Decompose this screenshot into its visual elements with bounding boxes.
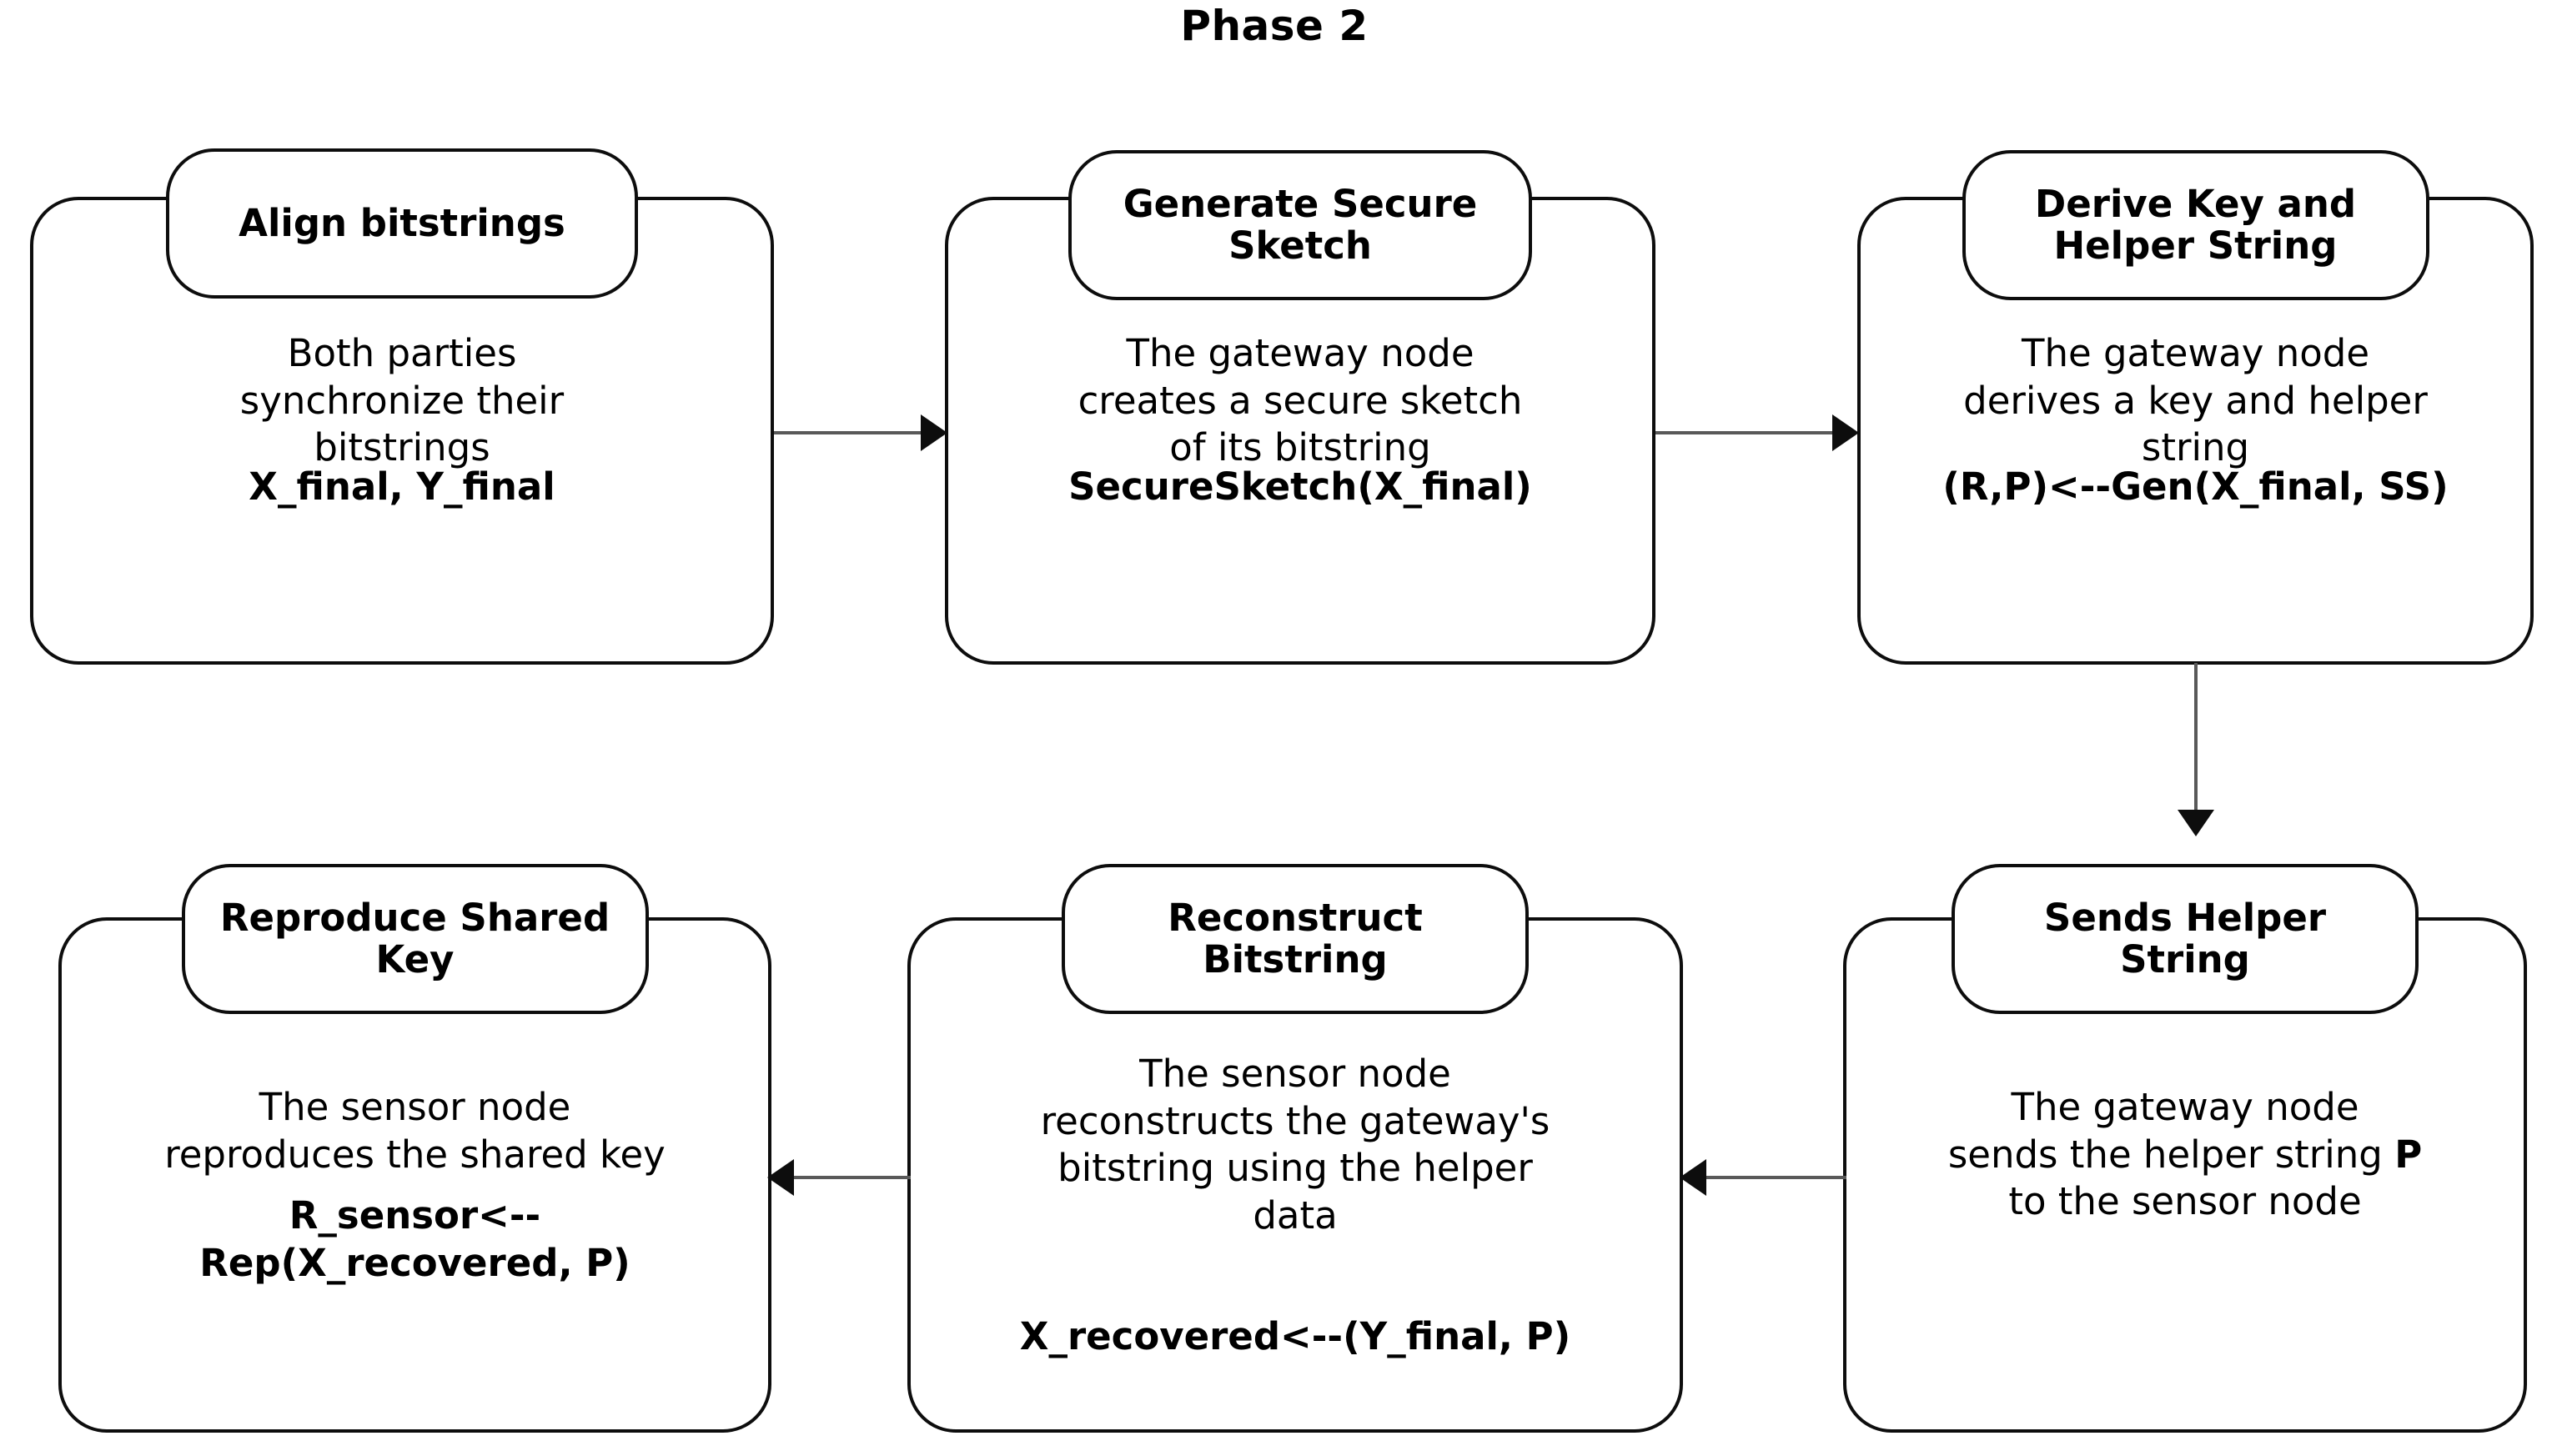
- node-sends-helper-string[interactable]: Sends Helper String The gateway node sen…: [1843, 864, 2527, 1433]
- node-derive-key-and-helper-string[interactable]: Derive Key and Helper String The gateway…: [1857, 150, 2534, 665]
- node-description-reproduce-shared-key: The sensor node reproduces the shared ke…: [164, 1085, 666, 1177]
- node-description-align-bitstrings: Both parties synchronize their bitstring…: [239, 331, 565, 470]
- node-formula-reproduce-shared-key: R_sensor<-- Rep(X_recovered, P): [199, 1193, 630, 1285]
- node-header-align-bitstrings: Align bitstrings: [166, 148, 638, 299]
- arrow-align-to-sketch: [774, 409, 951, 457]
- desc-part-pre: The gateway node sends the helper string: [1947, 1085, 2383, 1177]
- node-generate-secure-sketch[interactable]: Generate Secure Sketch The gateway node …: [945, 150, 1655, 665]
- arrow-sketch-to-derive: [1655, 409, 1862, 457]
- node-header-reconstruct-bitstring: Reconstruct Bitstring: [1062, 864, 1529, 1014]
- node-formula-align-bitstrings: X_final, Y_final: [249, 464, 555, 509]
- node-header-sends-helper-string: Sends Helper String: [1952, 864, 2419, 1014]
- node-reconstruct-bitstring[interactable]: Reconstruct Bitstring The sensor node re…: [907, 864, 1683, 1433]
- node-header-generate-secure-sketch: Generate Secure Sketch: [1068, 150, 1532, 300]
- node-description-sends-helper-string: The gateway node sends the helper string…: [1843, 1084, 2527, 1226]
- node-reproduce-shared-key[interactable]: Reproduce Shared Key The sensor node rep…: [58, 864, 771, 1433]
- node-formula-generate-secure-sketch: SecureSketch(X_final): [1068, 464, 1532, 509]
- node-formula-reconstruct-bitstring: X_recovered<--(Y_final, P): [1019, 1314, 1571, 1358]
- node-header-derive-key-and-helper-string: Derive Key and Helper String: [1962, 150, 2429, 300]
- desc-part-post: to the sensor node: [2008, 1179, 2362, 1224]
- arrow-sends-to-reconstruct: [1680, 1153, 1846, 1202]
- arrow-reconstruct-to-reproduce: [767, 1153, 911, 1202]
- node-align-bitstrings[interactable]: Align bitstrings Both parties synchroniz…: [30, 148, 774, 665]
- desc-part-bold: P: [2394, 1132, 2423, 1177]
- page-title-text: Phase 2: [1180, 2, 1369, 50]
- node-formula-derive-key-and-helper-string: (R,P)<--Gen(X_final, SS): [1942, 464, 2449, 509]
- node-header-reproduce-shared-key: Reproduce Shared Key: [181, 864, 649, 1014]
- node-description-reconstruct-bitstring: The sensor node reconstructs the gateway…: [1040, 1052, 1550, 1238]
- page-title: Phase 2: [0, 2, 2557, 50]
- arrow-derive-to-sends: [2172, 663, 2220, 840]
- node-description-derive-key-and-helper-string: The gateway node derives a key and helpe…: [1963, 331, 2428, 470]
- node-description-generate-secure-sketch: The gateway node creates a secure sketch…: [1078, 331, 1523, 470]
